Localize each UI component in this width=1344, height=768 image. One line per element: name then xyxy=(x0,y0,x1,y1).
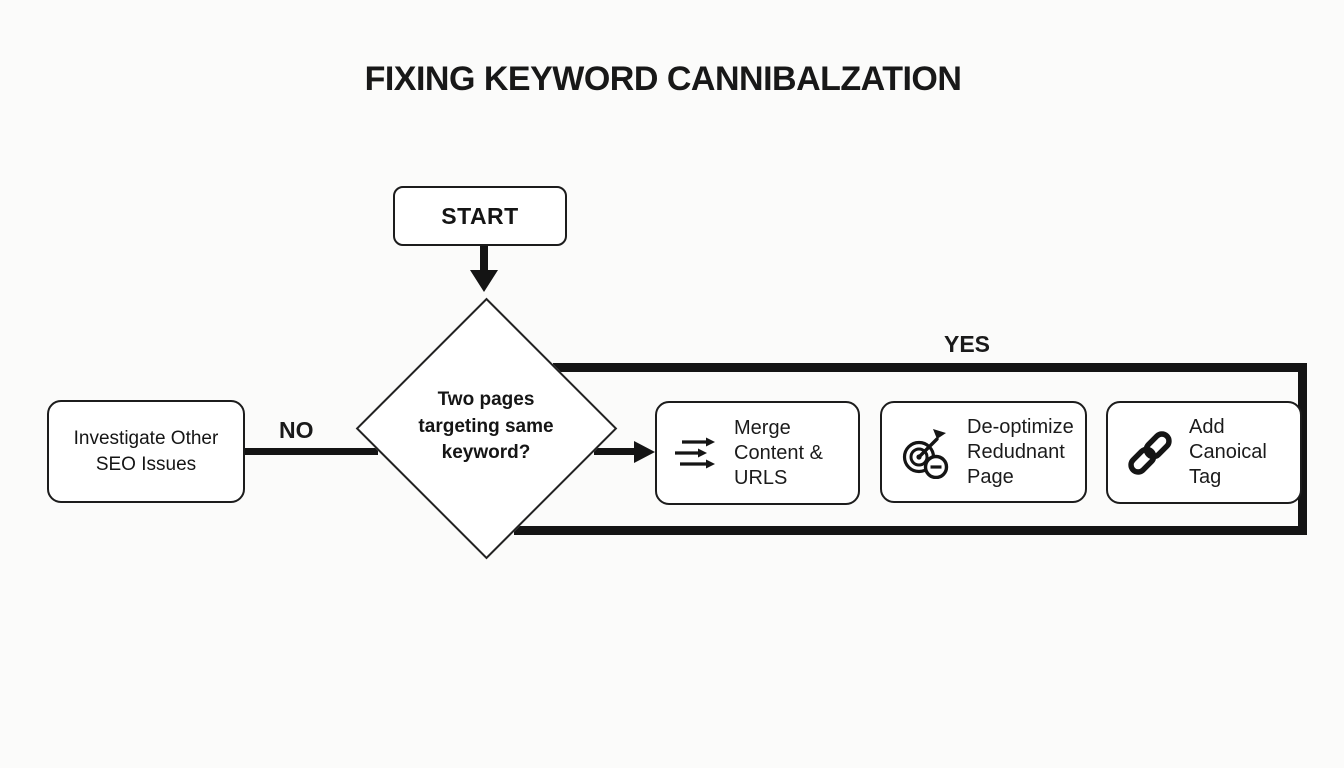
merge-content-node: Merge Content & URLS xyxy=(655,401,860,505)
connector-start-to-decision xyxy=(480,246,488,272)
deoptimize-label: De-optimize Redudnant Page xyxy=(967,415,1074,488)
merge-arrows-icon xyxy=(674,434,720,472)
start-node: START xyxy=(393,186,567,246)
connector-yes-top xyxy=(553,363,1307,372)
yes-branch-label: YES xyxy=(944,331,991,357)
no-branch-label: NO xyxy=(279,417,314,443)
connector-decision-to-merge xyxy=(594,448,636,455)
deoptimize-node: De-optimize Redudnant Page xyxy=(880,401,1087,503)
page-title: FIXING KEYWORD CANNIBALZATION xyxy=(364,60,962,98)
arrowhead-down-icon xyxy=(470,270,498,292)
arrowhead-right-icon xyxy=(634,440,655,463)
start-node-label: START xyxy=(441,202,519,229)
investigate-seo-label: Investigate Other SEO Issues xyxy=(73,427,219,475)
canonical-tag-node: Add Canoical Tag xyxy=(1106,401,1302,504)
decision-label: Two pages targeting same keyword? xyxy=(418,389,554,464)
deoptimize-target-icon xyxy=(899,425,953,479)
connector-yes-bottom xyxy=(514,526,1307,535)
merge-content-label: Merge Content & URLS xyxy=(734,416,823,489)
investigate-seo-node: Investigate Other SEO Issues xyxy=(47,400,245,503)
connector-no-branch xyxy=(245,448,378,455)
connector-yes-right xyxy=(1298,363,1307,535)
chain-link-icon xyxy=(1125,428,1175,478)
canonical-tag-label: Add Canoical Tag xyxy=(1189,416,1267,488)
